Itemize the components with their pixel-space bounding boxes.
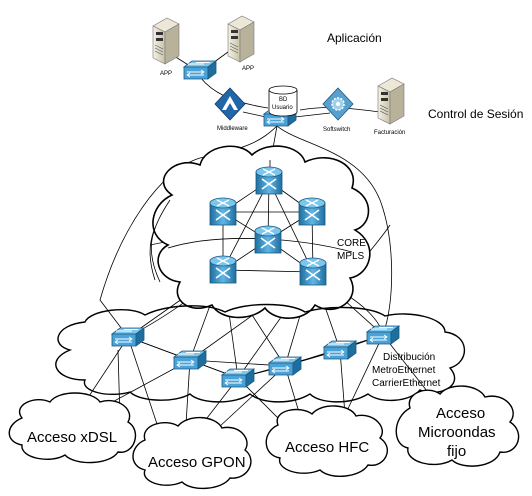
router-core-left — [209, 197, 237, 226]
router-core-top — [255, 166, 283, 195]
label-metroethernet: MetroEthernet — [372, 365, 436, 376]
router-core-bottom-right — [299, 257, 327, 286]
cloud-microondas — [395, 385, 520, 467]
database-icon — [268, 85, 298, 117]
label-acceso-gpon: Acceso GPON — [148, 454, 246, 471]
label-carrierethernet: CarrierEthernet — [372, 378, 441, 389]
label-core: CORE — [337, 238, 366, 249]
middleware-icon — [214, 87, 246, 121]
label-softswitch: Softswitch — [323, 127, 350, 133]
label-server-app-1: APP — [160, 71, 172, 77]
server-app-1-icon — [152, 17, 180, 65]
switch-dist-6 — [366, 325, 400, 345]
cloud-xdsl — [8, 392, 137, 464]
label-mpls: MPLS — [337, 251, 365, 262]
switch-dist-5 — [323, 340, 357, 360]
label-acceso-microondas-3: fijo — [447, 443, 466, 460]
label-bd: BD — [279, 97, 288, 103]
label-distribucion: Distribución — [383, 352, 435, 363]
cloud-hfc — [265, 405, 388, 477]
label-facturacion: Facturación — [374, 130, 405, 136]
softswitch-icon — [322, 87, 354, 121]
label-acceso-microondas-2: Microondas — [418, 424, 496, 441]
switch-dist-2 — [173, 350, 207, 370]
label-acceso-microondas-1: Acceso — [436, 405, 485, 422]
distribution-switches — [111, 325, 400, 388]
router-core-bottom-left — [209, 255, 237, 284]
switch-dist-4 — [268, 356, 302, 376]
label-middleware: Middleware — [217, 126, 248, 132]
label-bd-usuario: Usuario — [272, 105, 293, 111]
core-links — [150, 160, 353, 283]
cloud-gpon — [132, 416, 252, 489]
router-core-center — [254, 225, 282, 254]
access-clouds — [8, 385, 520, 489]
label-control-sesion: Control de Sesión — [428, 107, 523, 121]
label-server-app-2: APP — [242, 66, 254, 72]
router-core-right — [298, 197, 326, 226]
label-acceso-xdsl: Acceso xDSL — [27, 429, 117, 446]
switch-app — [183, 60, 217, 80]
switch-dist-3 — [221, 368, 255, 388]
label-acceso-hfc: Acceso HFC — [285, 439, 369, 456]
server-app-2-icon — [227, 15, 255, 63]
label-aplicacion: Aplicación — [327, 31, 382, 45]
distribution-cloud — [55, 303, 466, 403]
switch-dist-1 — [111, 327, 145, 347]
server-facturacion-icon — [377, 77, 405, 125]
